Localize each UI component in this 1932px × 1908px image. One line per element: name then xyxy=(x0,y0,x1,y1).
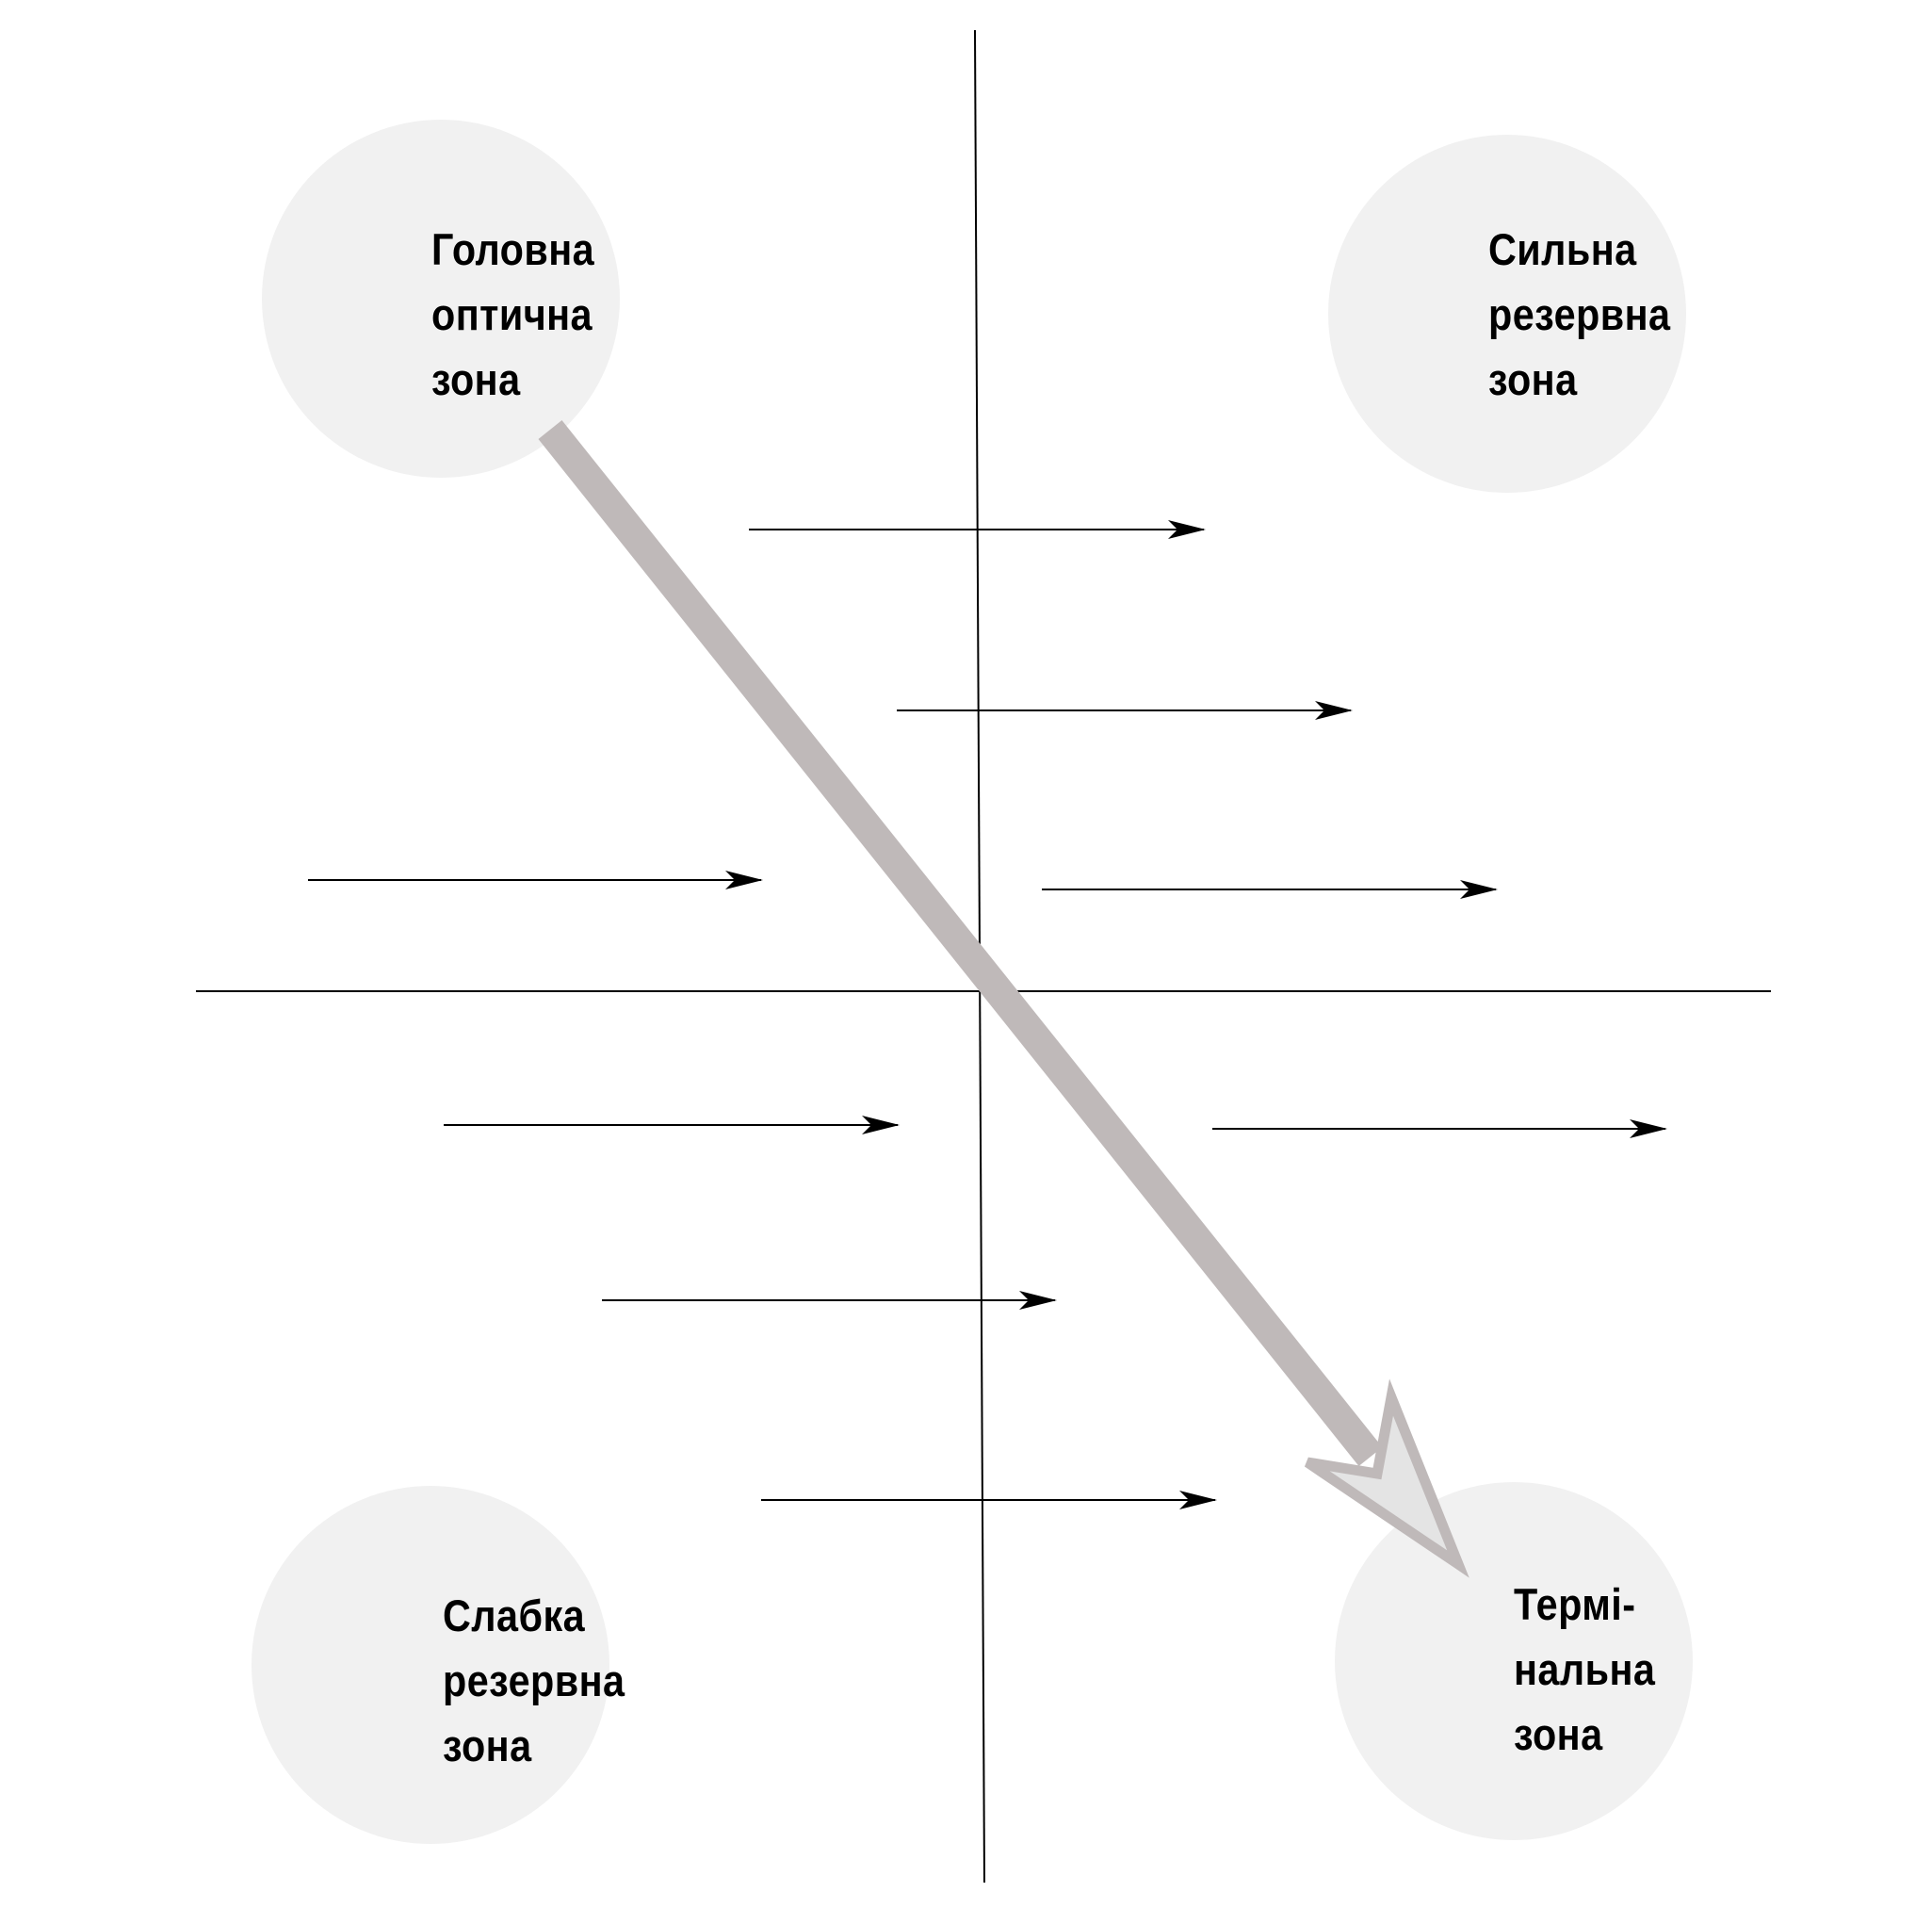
strong-fallow-zone-label: Сильна резервна зона xyxy=(1488,217,1670,412)
diagonal-arrow-head xyxy=(1304,1378,1469,1578)
zone-label-line: резервна xyxy=(443,1655,625,1705)
zone-label-line: Термі- xyxy=(1514,1579,1636,1629)
zone-label-line: зона xyxy=(1514,1709,1603,1759)
zone-label-line: зона xyxy=(431,354,521,404)
zone-label-line: Головна xyxy=(431,224,595,274)
weak-fallow-zone-label: Слабка резервна зона xyxy=(443,1583,625,1778)
terminal-zone-circle xyxy=(1335,1482,1693,1840)
zone-label-line: Слабка xyxy=(443,1590,586,1640)
zone-label-line: зона xyxy=(1488,354,1578,404)
main-optical-zone-circle xyxy=(262,120,620,478)
main-optical-zone-label: Головна оптична зона xyxy=(431,217,594,412)
terminal-zone-label: Термі- нальна зона xyxy=(1514,1572,1655,1767)
zone-label-line: зона xyxy=(443,1720,532,1770)
zone-label-line: нальна xyxy=(1514,1644,1656,1694)
diagonal-arrow xyxy=(538,420,1469,1578)
zone-label-line: оптична xyxy=(431,289,593,339)
zone-label-line: Сильна xyxy=(1488,224,1637,274)
reading-arrows xyxy=(308,520,1667,1509)
diagonal-arrow-shaft xyxy=(538,420,1383,1466)
weak-fallow-zone-circle xyxy=(252,1486,609,1844)
zone-label-line: резервна xyxy=(1488,289,1671,339)
strong-fallow-zone-circle xyxy=(1328,135,1686,493)
